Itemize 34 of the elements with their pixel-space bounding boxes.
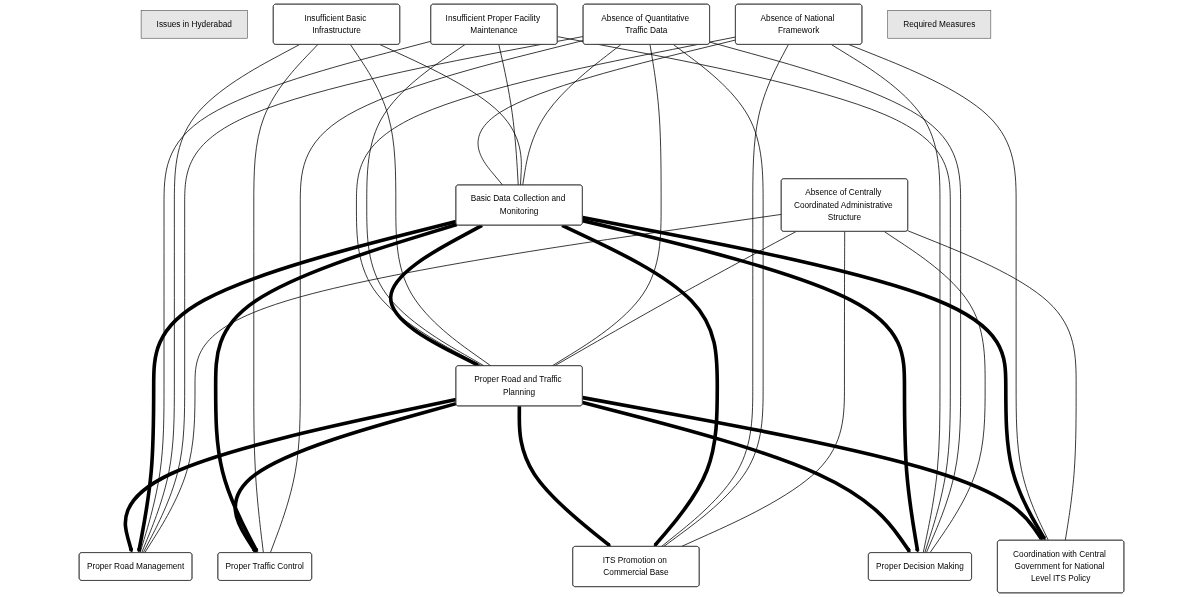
connector	[253, 44, 319, 554]
node-box: Required Measures	[887, 10, 992, 39]
connector	[907, 230, 1077, 541]
connector	[660, 44, 789, 547]
connector	[498, 44, 519, 186]
connector	[379, 44, 522, 186]
connector	[522, 44, 622, 186]
connector	[139, 40, 432, 554]
connector	[663, 44, 764, 547]
arrow	[213, 222, 458, 554]
connector	[709, 41, 961, 554]
connector	[356, 36, 736, 367]
connector	[551, 44, 662, 367]
arrow	[582, 215, 1046, 541]
node-box: Issues in Hyderabad	[140, 10, 248, 39]
arrow	[582, 218, 920, 554]
connector	[477, 39, 736, 186]
connector	[883, 231, 986, 554]
connector	[144, 214, 782, 554]
arrow	[517, 406, 612, 547]
arrow	[137, 219, 457, 554]
connector	[366, 44, 485, 367]
connector	[554, 231, 797, 367]
connector	[831, 44, 941, 554]
arrow	[233, 401, 457, 554]
connector	[269, 40, 584, 554]
connector	[557, 36, 951, 554]
arrow	[123, 397, 457, 554]
arrow	[582, 395, 1043, 541]
connector	[350, 44, 492, 367]
connector	[141, 44, 300, 554]
arrow	[582, 400, 911, 554]
connector	[142, 36, 584, 554]
connector	[848, 44, 1049, 541]
